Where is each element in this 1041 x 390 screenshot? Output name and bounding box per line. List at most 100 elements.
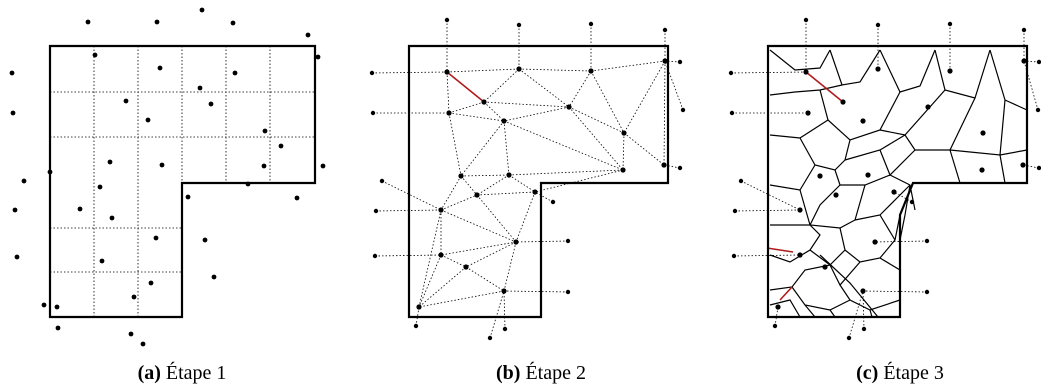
point bbox=[245, 181, 251, 187]
point bbox=[92, 52, 98, 58]
voronoi-edge bbox=[769, 84, 843, 96]
voronoi-edge bbox=[949, 149, 961, 184]
point bbox=[532, 189, 538, 195]
triangulation-edge bbox=[503, 106, 570, 122]
point bbox=[21, 178, 27, 184]
voronoi-edge bbox=[769, 224, 821, 263]
external-link bbox=[862, 290, 865, 330]
point bbox=[148, 280, 154, 286]
panel-c-highlight-edges bbox=[766, 71, 844, 301]
point bbox=[14, 254, 20, 260]
caption-b-text: Étape 2 bbox=[520, 362, 586, 384]
point bbox=[872, 239, 878, 245]
external-link bbox=[733, 254, 801, 257]
voronoi-edge bbox=[799, 184, 866, 229]
point bbox=[860, 288, 866, 294]
point bbox=[860, 118, 866, 124]
voronoi-edge bbox=[839, 284, 901, 311]
triangulation-edge bbox=[440, 194, 478, 211]
triangulation-edge bbox=[663, 60, 666, 166]
triangulation-edge bbox=[446, 71, 450, 114]
external-link bbox=[1023, 60, 1040, 63]
point bbox=[97, 184, 103, 190]
triangulation-edge bbox=[515, 191, 536, 243]
point bbox=[230, 20, 236, 26]
voronoi-edge bbox=[819, 254, 879, 318]
point bbox=[305, 32, 311, 38]
caption-c-letter: (c) bbox=[856, 362, 879, 384]
triangulation-edge bbox=[440, 254, 467, 268]
point bbox=[822, 264, 828, 270]
external-point bbox=[732, 208, 738, 214]
external-link bbox=[848, 290, 864, 339]
triangulation-edge bbox=[483, 68, 520, 103]
point bbox=[481, 99, 487, 105]
triangulation-edge bbox=[440, 209, 517, 243]
external-point bbox=[861, 326, 867, 332]
point bbox=[85, 19, 91, 25]
triangulation-edge bbox=[476, 174, 510, 196]
point bbox=[159, 162, 165, 168]
caption-c: (c) Étape 3 bbox=[856, 362, 944, 385]
point bbox=[803, 69, 809, 75]
triangulation-edge bbox=[448, 112, 505, 122]
point bbox=[891, 189, 897, 195]
external-point bbox=[565, 238, 571, 244]
external-point bbox=[924, 238, 930, 244]
point bbox=[41, 302, 47, 308]
point bbox=[501, 118, 507, 124]
red-edge bbox=[779, 286, 793, 301]
voronoi-edge bbox=[809, 184, 841, 226]
point bbox=[979, 167, 985, 173]
panel-c-points bbox=[728, 17, 1041, 341]
point bbox=[438, 252, 444, 258]
external-point bbox=[803, 17, 809, 23]
point bbox=[55, 325, 61, 331]
point bbox=[444, 69, 450, 75]
external-link bbox=[489, 290, 505, 339]
voronoi-edge bbox=[769, 299, 801, 318]
external-point bbox=[677, 59, 683, 65]
point bbox=[47, 169, 53, 175]
panel-c-step-3 bbox=[728, 17, 1041, 341]
triangulation-edge bbox=[418, 290, 505, 308]
panel-b-step-2 bbox=[369, 17, 686, 341]
external-point bbox=[502, 326, 508, 332]
point bbox=[54, 304, 60, 310]
voronoi-edge bbox=[869, 309, 873, 318]
external-point bbox=[372, 253, 378, 259]
point bbox=[197, 85, 203, 91]
triangulation-edge bbox=[465, 241, 517, 268]
voronoi-edge bbox=[769, 119, 829, 139]
point bbox=[833, 192, 839, 198]
panel-b-external-links bbox=[371, 20, 684, 339]
panel-c-external-links bbox=[730, 20, 1040, 339]
external-point bbox=[729, 110, 735, 116]
panel-a-domain-boundary bbox=[48, 44, 317, 319]
external-link bbox=[1022, 164, 1040, 169]
triangulation-edge bbox=[460, 120, 505, 177]
point bbox=[840, 99, 846, 105]
point bbox=[474, 192, 480, 198]
panel-b-triangulation bbox=[418, 60, 666, 308]
red-edge bbox=[766, 247, 794, 253]
point bbox=[262, 128, 268, 134]
voronoi-edge bbox=[769, 264, 831, 291]
external-link bbox=[874, 240, 928, 243]
external-point bbox=[909, 199, 915, 205]
triangulation-edge bbox=[460, 174, 510, 177]
voronoi-edge bbox=[879, 149, 916, 177]
triangulation-edge bbox=[503, 241, 517, 292]
external-point bbox=[1036, 59, 1041, 65]
triangulation-edge bbox=[476, 191, 536, 196]
external-point bbox=[444, 17, 450, 23]
voronoi-edge bbox=[934, 49, 991, 99]
point bbox=[513, 239, 519, 245]
point bbox=[9, 70, 15, 76]
point bbox=[566, 104, 572, 110]
external-point bbox=[731, 253, 737, 259]
point bbox=[446, 110, 452, 116]
caption-b: (b) Étape 2 bbox=[496, 362, 586, 385]
point bbox=[153, 235, 159, 241]
triangulation-edge bbox=[623, 132, 665, 166]
